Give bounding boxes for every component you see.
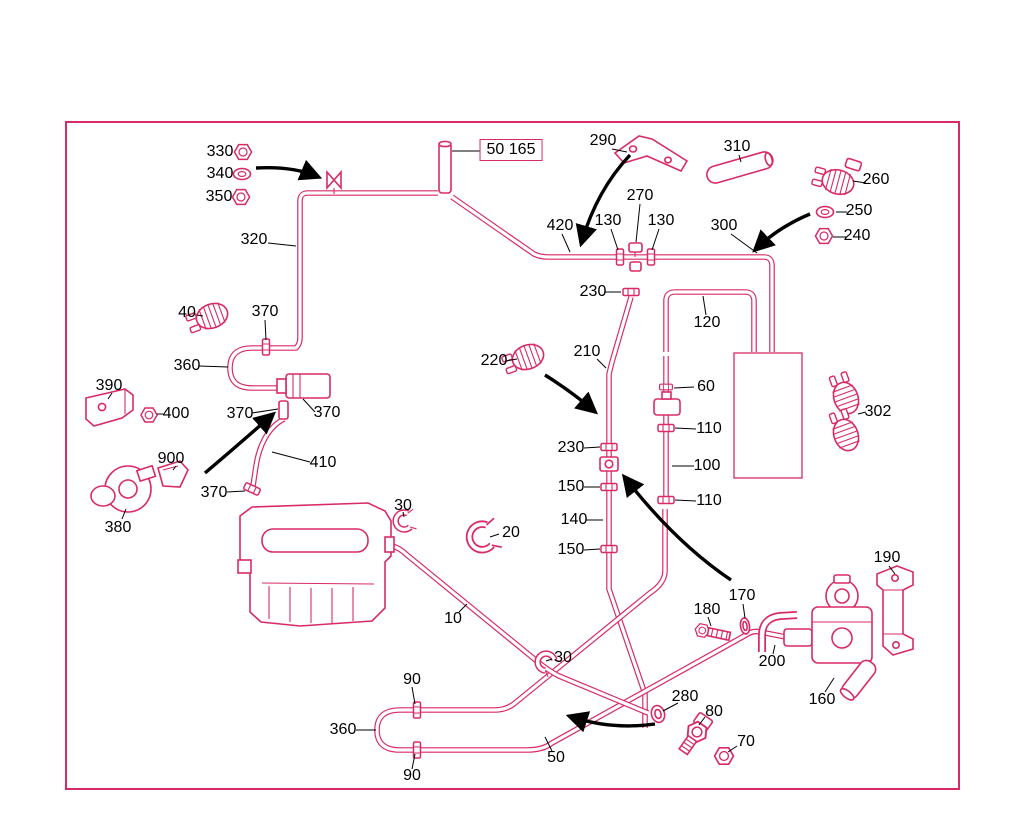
heater-valve-160 bbox=[783, 574, 877, 701]
nut-400 bbox=[140, 407, 158, 423]
connector-60 bbox=[658, 383, 674, 391]
hose-piece-310 bbox=[706, 151, 774, 184]
sensor-80 bbox=[678, 712, 714, 756]
fitting-270 bbox=[628, 242, 643, 272]
connector-110-upper bbox=[657, 423, 675, 433]
hose-lines bbox=[230, 193, 786, 750]
seal-ring-170 bbox=[739, 617, 751, 635]
nut-350 bbox=[231, 188, 251, 206]
bracket-390 bbox=[85, 388, 134, 427]
connector-230-upper bbox=[622, 287, 640, 297]
clamp-40 bbox=[183, 298, 232, 337]
component-box bbox=[733, 352, 803, 479]
aux-water-pump-380 bbox=[90, 464, 157, 513]
pipe-fitting bbox=[438, 140, 452, 194]
washer-250 bbox=[815, 205, 835, 219]
pointer-arrows bbox=[203, 153, 811, 733]
clamp-30-lower bbox=[533, 649, 561, 677]
clamp-20 bbox=[466, 517, 502, 554]
diagram-border bbox=[65, 121, 960, 790]
connector-370-top bbox=[261, 338, 271, 356]
grommet-280 bbox=[650, 704, 666, 724]
connector-230-lower bbox=[600, 442, 618, 452]
clamp-200 bbox=[758, 611, 798, 652]
bracket-190 bbox=[876, 565, 914, 656]
clamp-30-upper bbox=[394, 509, 417, 532]
connector-130-right bbox=[646, 248, 656, 266]
clamp-302-lower bbox=[825, 406, 864, 455]
connector-150-upper bbox=[600, 482, 618, 492]
connector-150-lower bbox=[600, 544, 618, 554]
bracket-290 bbox=[613, 135, 689, 173]
washer-340 bbox=[232, 167, 252, 181]
nut-240 bbox=[814, 227, 834, 245]
clamp-260 bbox=[809, 157, 863, 199]
t-piece bbox=[653, 391, 681, 416]
connector-370-bottom bbox=[242, 481, 262, 497]
connector-110-lower bbox=[657, 495, 675, 505]
leader-lines bbox=[107, 148, 896, 770]
clamp-220 bbox=[499, 339, 548, 378]
bleed-valve-icon bbox=[326, 169, 342, 194]
valve-370-assembly bbox=[276, 373, 331, 420]
inline-valve bbox=[599, 456, 619, 472]
connector-90-upper bbox=[412, 701, 422, 719]
connector-130-left bbox=[615, 248, 625, 266]
bracket-900 bbox=[157, 460, 189, 488]
engine-block bbox=[237, 502, 395, 627]
nut-330 bbox=[233, 143, 253, 161]
bolt-180 bbox=[693, 622, 732, 642]
